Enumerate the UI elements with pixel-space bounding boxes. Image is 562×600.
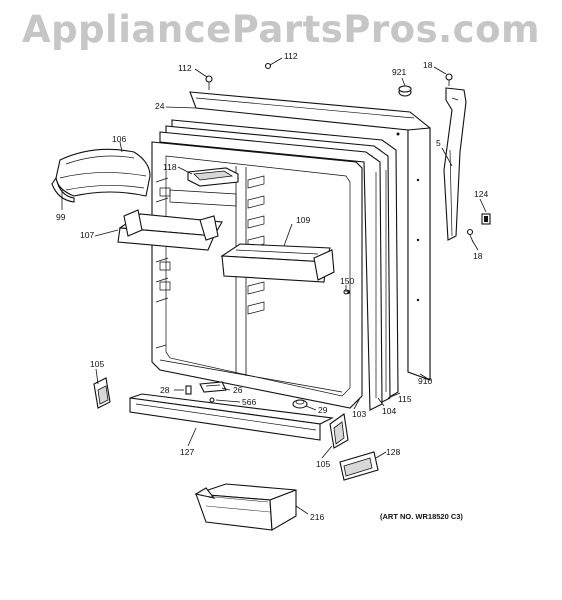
label-910: 910 (418, 376, 432, 386)
door-gasket-layers (159, 119, 399, 411)
watermark: AppliancePartsPros.com (21, 8, 541, 51)
label-216: 216 (310, 512, 324, 522)
label-115: 115 (398, 394, 412, 404)
label-105-right: 105 (316, 459, 330, 469)
label-128: 128 (386, 447, 400, 457)
part-109-bin (220, 243, 335, 283)
label-99: 99 (56, 212, 66, 222)
label-105-left: 105 (90, 359, 104, 369)
label-5: 5 (436, 138, 441, 148)
part-26-plate (199, 381, 227, 393)
label-566: 566 (242, 397, 256, 407)
part-29-plug (292, 399, 308, 409)
label-18-bottom: 18 (473, 251, 483, 261)
door-outer-panel (189, 91, 431, 381)
label-150: 150 (340, 276, 354, 286)
label-26: 26 (233, 385, 243, 395)
label-106: 106 (112, 134, 126, 144)
label-112-left: 112 (178, 63, 192, 73)
part-107-shelf (117, 209, 223, 251)
part-28-pin (185, 385, 192, 395)
part-216-bin (194, 483, 297, 531)
part-labels: 112 112 921 18 24 106 5 118 124 99 109 1… (56, 51, 488, 522)
part-18-screws (445, 73, 474, 243)
part-105-bracket-right (329, 413, 349, 449)
label-29: 29 (318, 405, 328, 415)
label-124: 124 (474, 189, 488, 199)
label-109: 109 (296, 215, 310, 225)
part-118-shelf (187, 167, 239, 187)
label-24: 24 (155, 101, 165, 111)
label-112-right: 112 (284, 51, 298, 61)
label-104: 104 (382, 406, 396, 416)
part-921-plug (398, 85, 412, 97)
leader-lines (61, 57, 487, 515)
part-106-dairy-cover (51, 148, 151, 203)
part-127-rail (129, 393, 334, 441)
part-124-cap (481, 213, 491, 225)
label-28: 28 (160, 385, 170, 395)
label-103: 103 (352, 409, 366, 419)
label-18-top: 18 (423, 60, 433, 70)
label-921: 921 (392, 67, 406, 77)
part-112-screws (205, 62, 272, 90)
part-105-bracket-left (93, 377, 111, 409)
part-128-part (339, 451, 379, 481)
art-number: (ART NO. WR18520 C3) (380, 512, 463, 521)
label-118: 118 (163, 162, 177, 172)
label-107: 107 (80, 230, 94, 240)
label-127: 127 (180, 447, 194, 457)
part-5-handle (443, 87, 467, 241)
part-566-screw (209, 397, 215, 403)
